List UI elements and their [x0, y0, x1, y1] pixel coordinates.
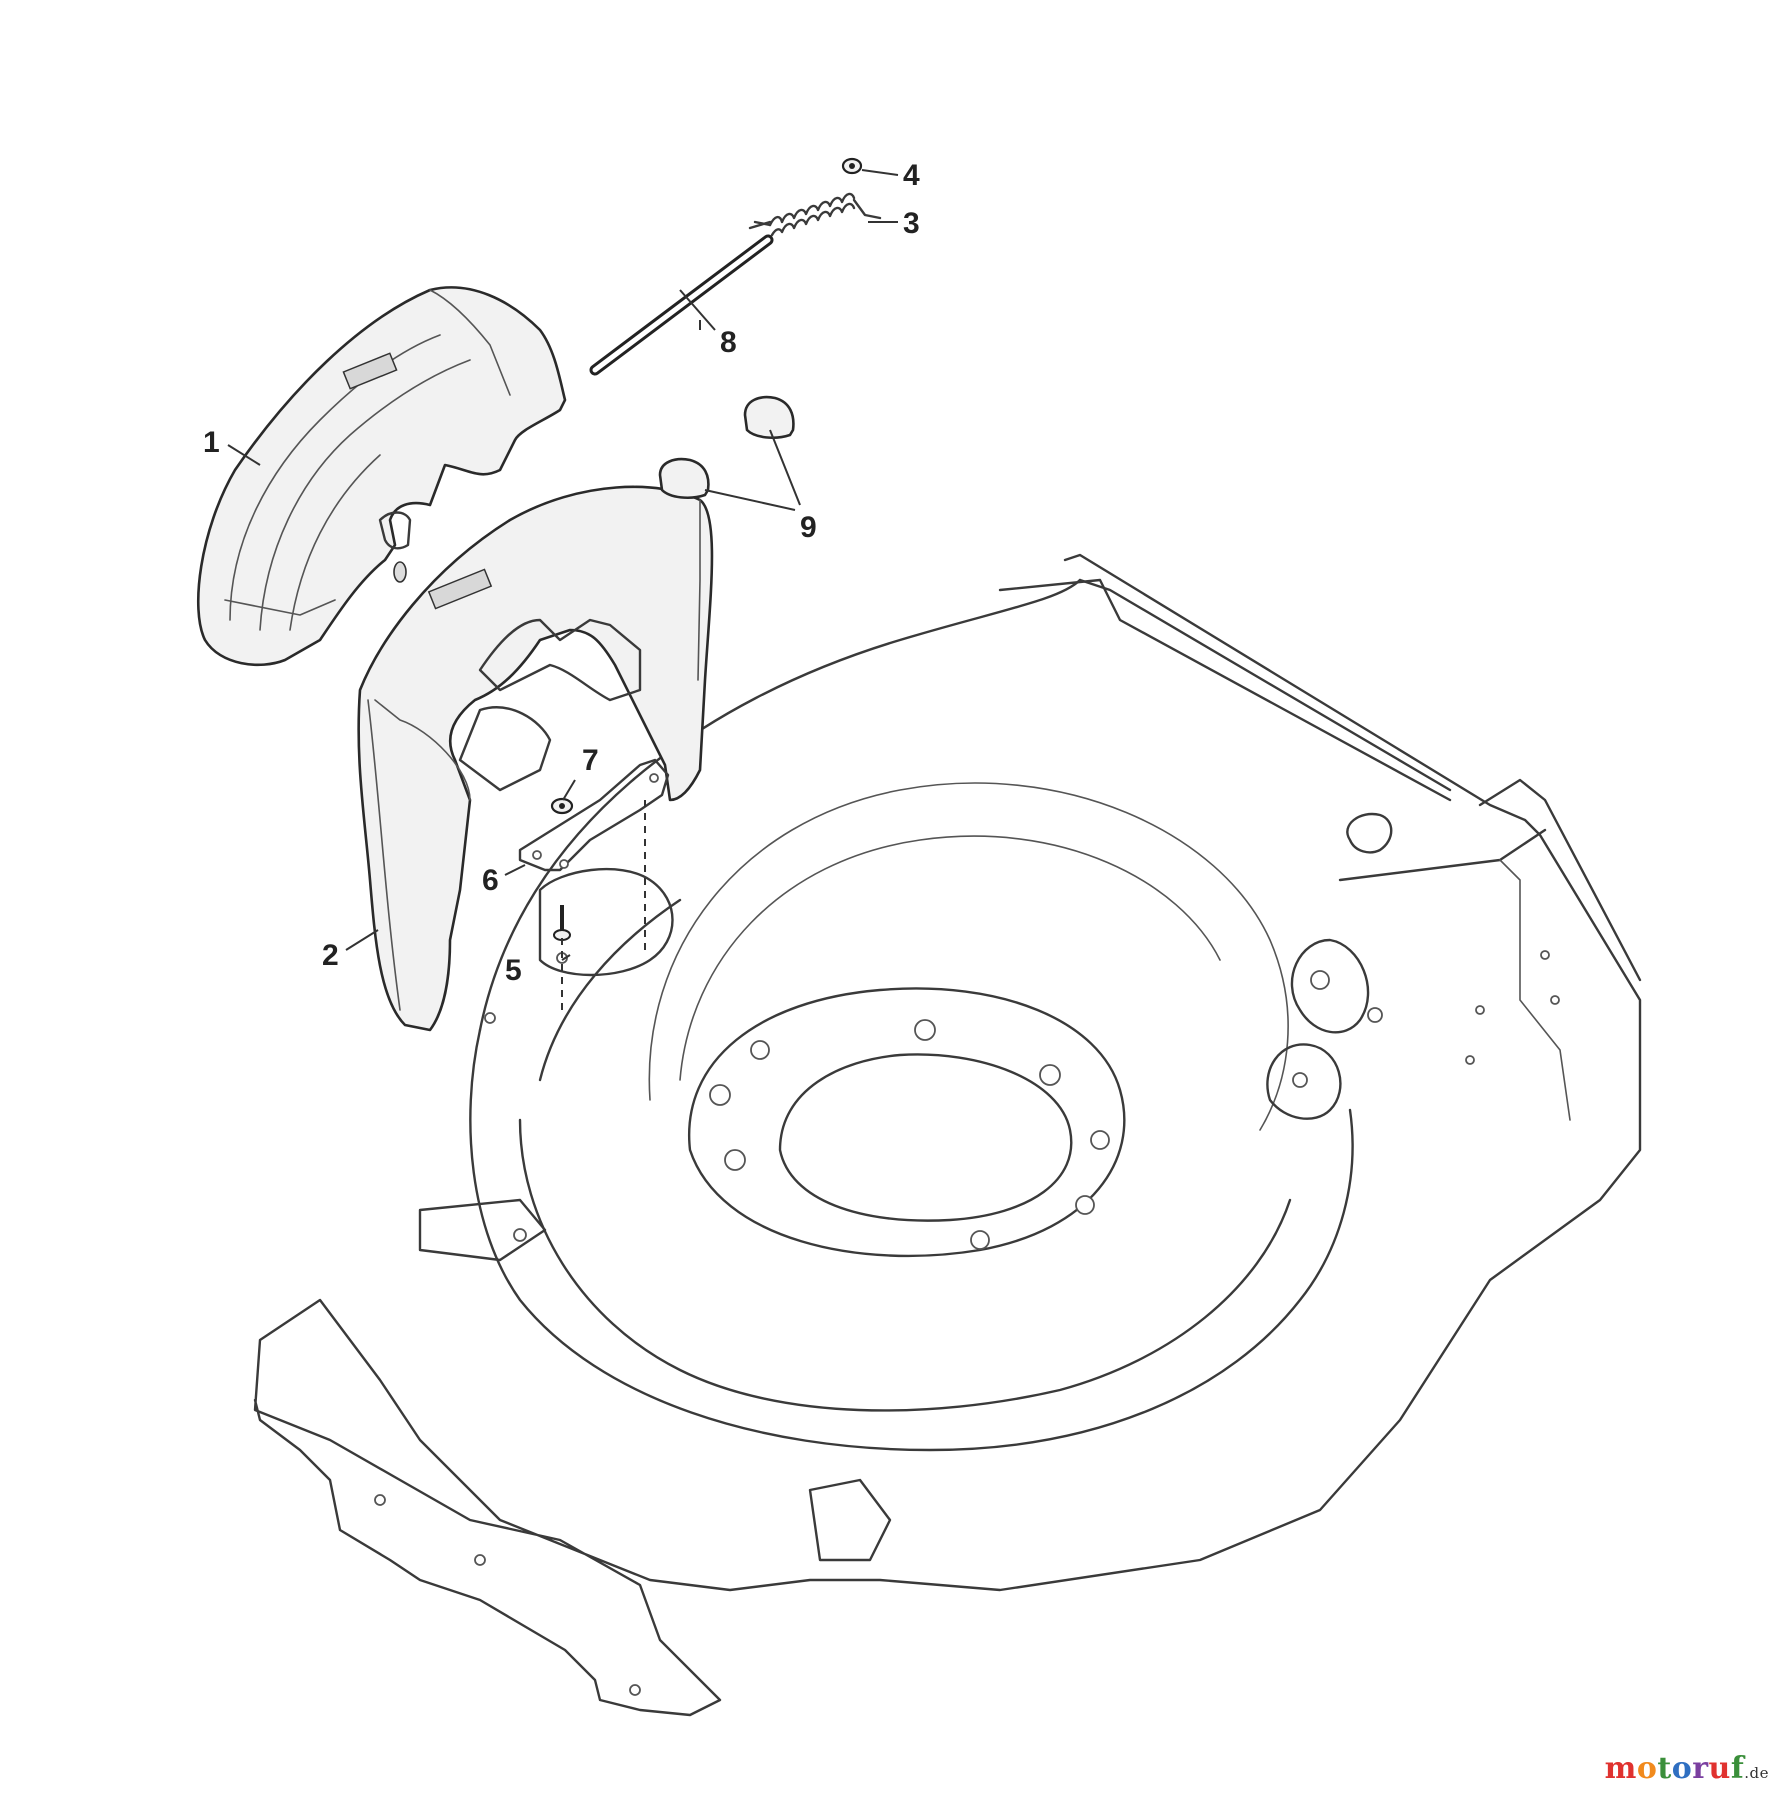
callout-labels: 1 2 3 4 5 6 7 8 9: [203, 159, 920, 987]
callout-3: 3: [903, 207, 920, 240]
part-7-nut: [550, 797, 574, 815]
part-3-spring: [748, 192, 882, 237]
part-4-nut: [841, 157, 863, 175]
watermark-letter: f: [1730, 1751, 1745, 1786]
callout-4: 4: [903, 159, 920, 192]
part-9-caps: [658, 395, 795, 500]
callout-1: 1: [203, 426, 220, 459]
callout-9: 9: [800, 511, 817, 544]
watermark-logo: motoruf.de: [1605, 1751, 1769, 1786]
watermark-letter: o: [1671, 1751, 1693, 1786]
watermark-suffix: .de: [1744, 1764, 1769, 1782]
callout-5: 5: [505, 954, 522, 987]
callout-6: 6: [482, 864, 499, 897]
leader-lines: [227, 169, 899, 1010]
watermark-letter: o: [1636, 1751, 1658, 1786]
callout-2: 2: [322, 939, 339, 972]
callout-7: 7: [582, 744, 599, 777]
mower-deck: [253, 553, 1642, 1717]
watermark-letter: u: [1708, 1751, 1731, 1786]
part-1-upper-cover: [196, 286, 567, 667]
callout-8: 8: [720, 326, 737, 359]
part-2-lower-cover: [357, 485, 714, 1032]
part-5-screw: [553, 905, 571, 941]
part-8-rod: [589, 234, 774, 376]
watermark-letter: t: [1657, 1751, 1672, 1786]
part-6-bracket: [518, 758, 670, 872]
watermark-letter: m: [1604, 1751, 1637, 1786]
watermark-letter: r: [1692, 1751, 1709, 1786]
watermark-letters: motoruf: [1605, 1751, 1745, 1786]
